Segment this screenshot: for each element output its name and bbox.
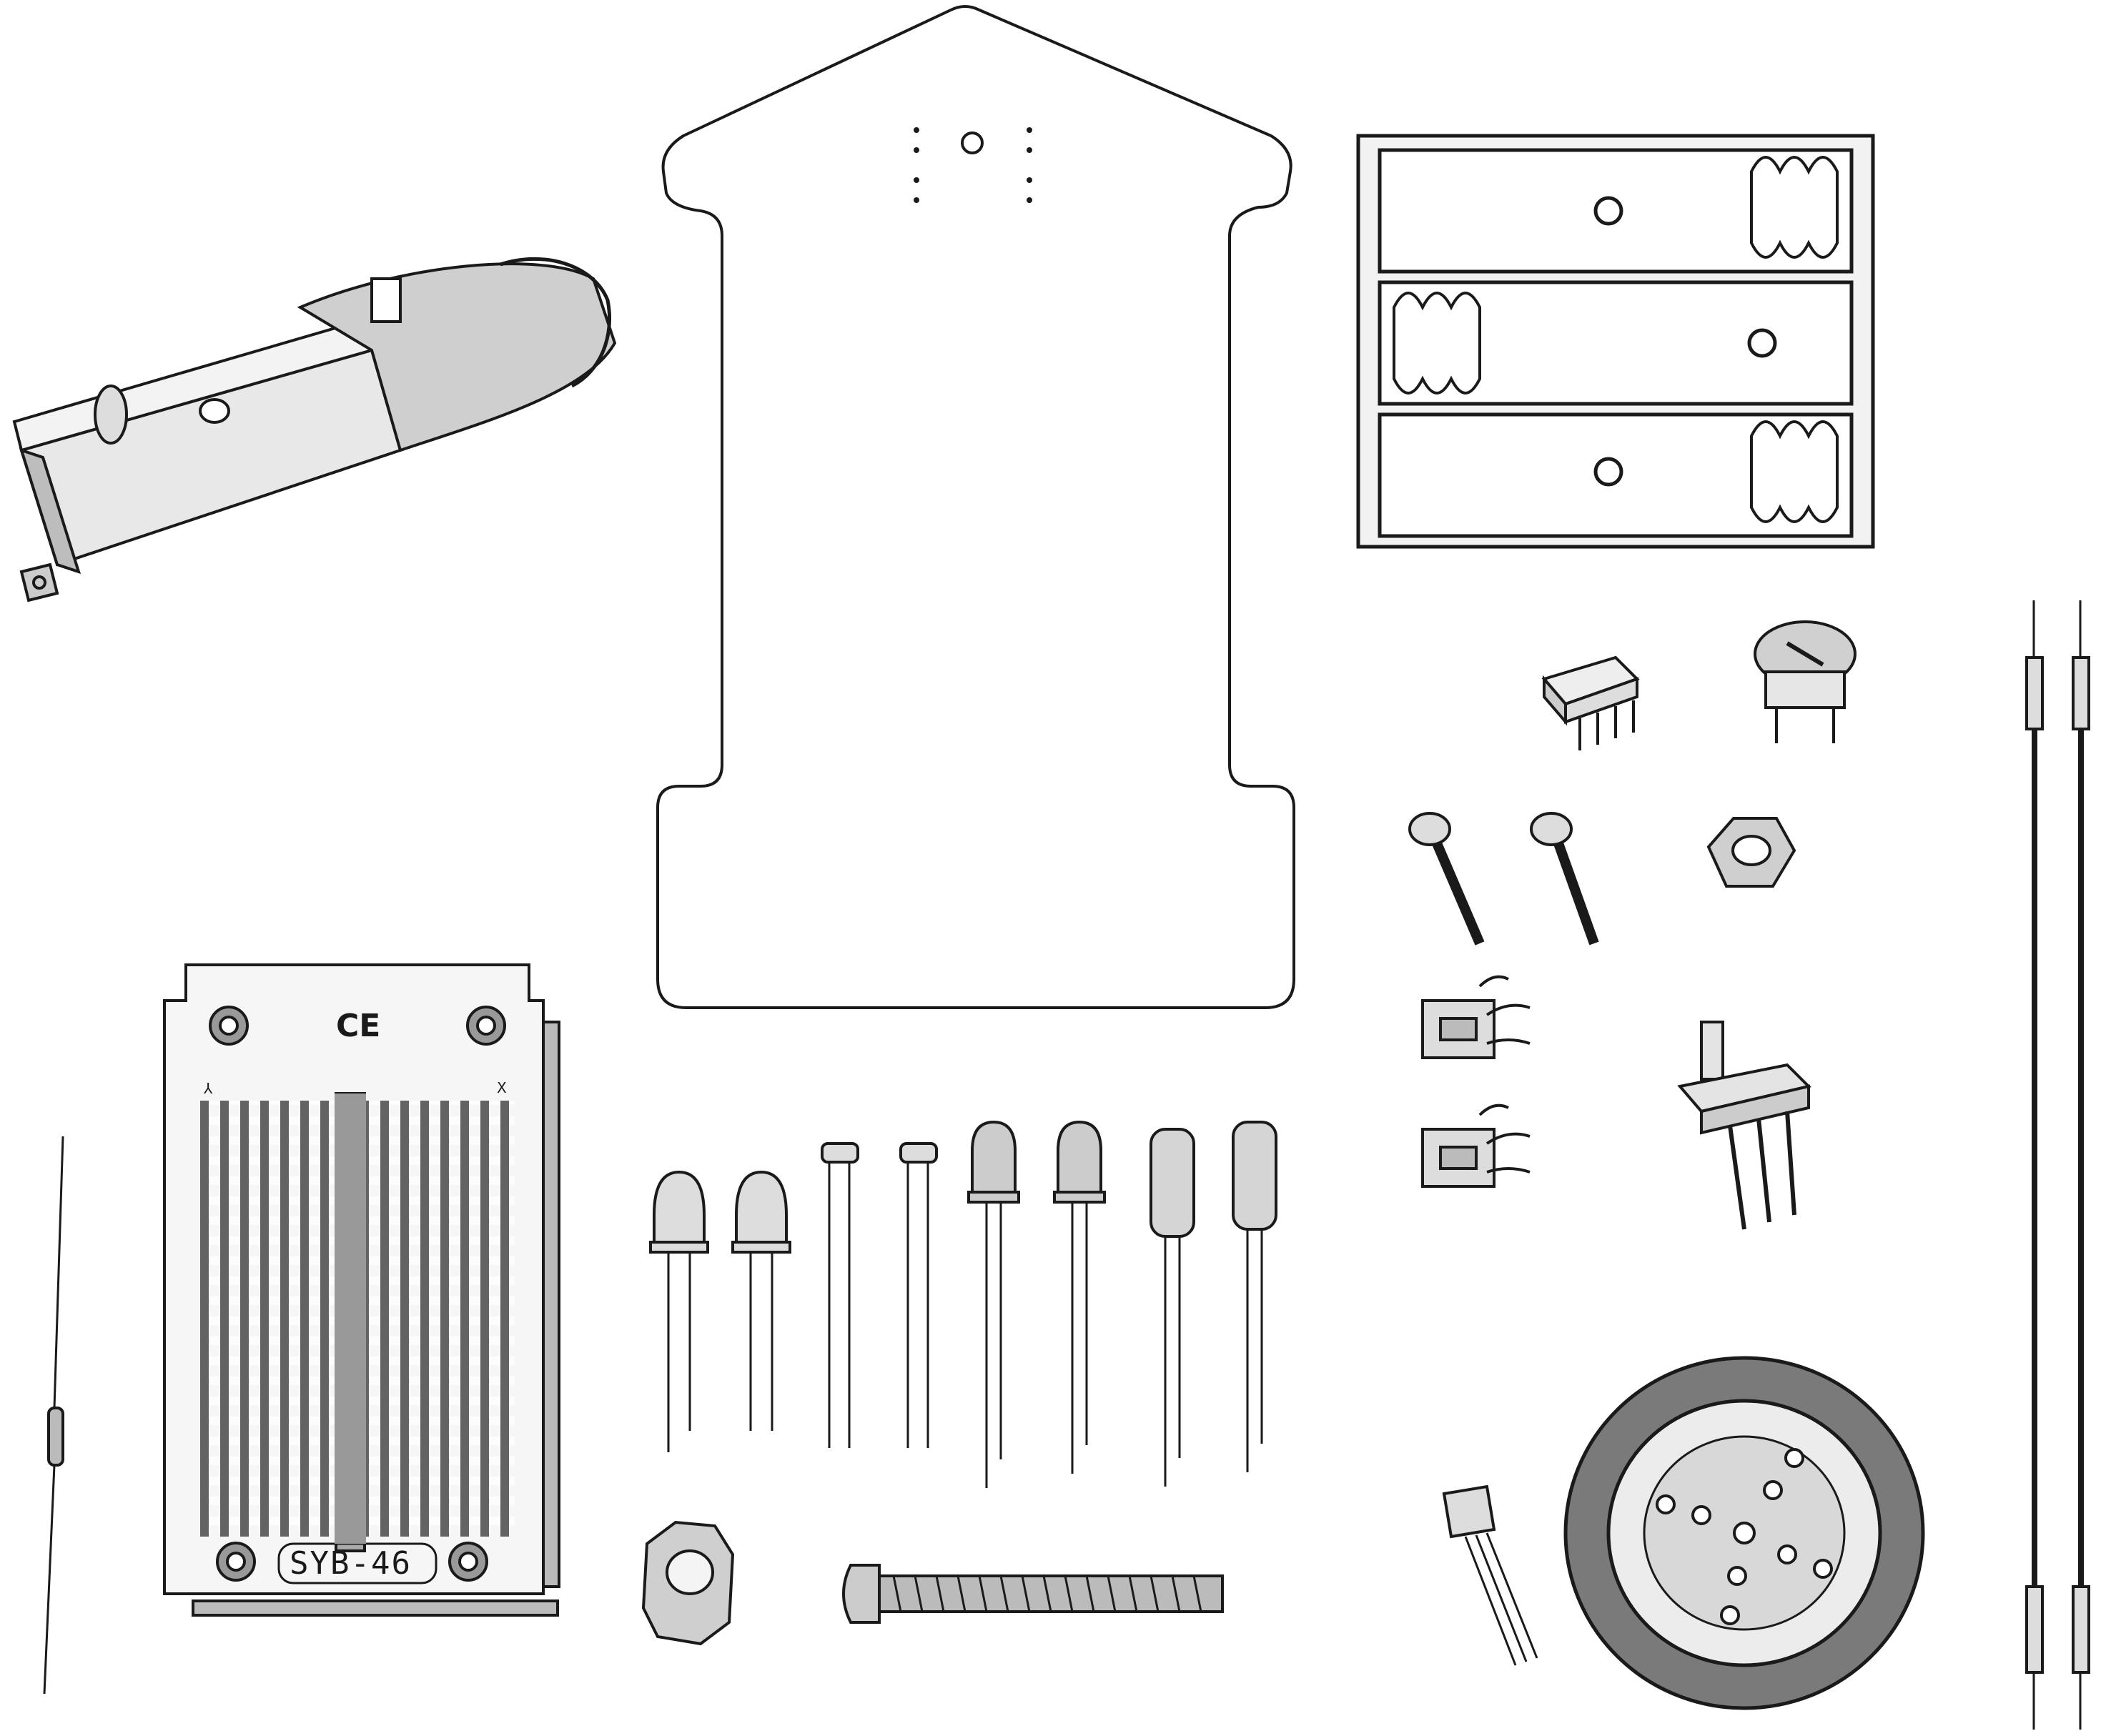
rail-left-label: Y (204, 1079, 213, 1096)
wheel (1558, 1351, 1930, 1715)
transistor (1430, 1479, 1551, 1680)
ce-mark: CE (336, 1008, 381, 1044)
leds (643, 1158, 808, 1465)
bolt (836, 1544, 1237, 1637)
photoresistors (808, 1129, 958, 1465)
trimmer-potentiometer (1744, 615, 1866, 750)
ic-chip (1530, 650, 1644, 758)
gear-motor (0, 236, 629, 643)
hex-nut (1694, 808, 1801, 901)
resistor (36, 1136, 79, 1694)
jumper-wires (2016, 600, 2102, 1730)
tactile-switches (1408, 958, 1566, 1215)
standoff-nut (636, 1515, 743, 1651)
channel (335, 1093, 366, 1544)
phototransistors (958, 1108, 1129, 1508)
battery-holder (1351, 129, 1887, 557)
breadboard: CE SYB-46 Y X (143, 958, 572, 1630)
capacitors (1137, 1115, 1301, 1515)
slide-switch (1673, 1015, 1816, 1244)
chassis-plate (643, 0, 1315, 1072)
model-label: SYB-46 (290, 1545, 412, 1582)
screws (1401, 800, 1616, 972)
rail-right-label: X (497, 1079, 507, 1096)
